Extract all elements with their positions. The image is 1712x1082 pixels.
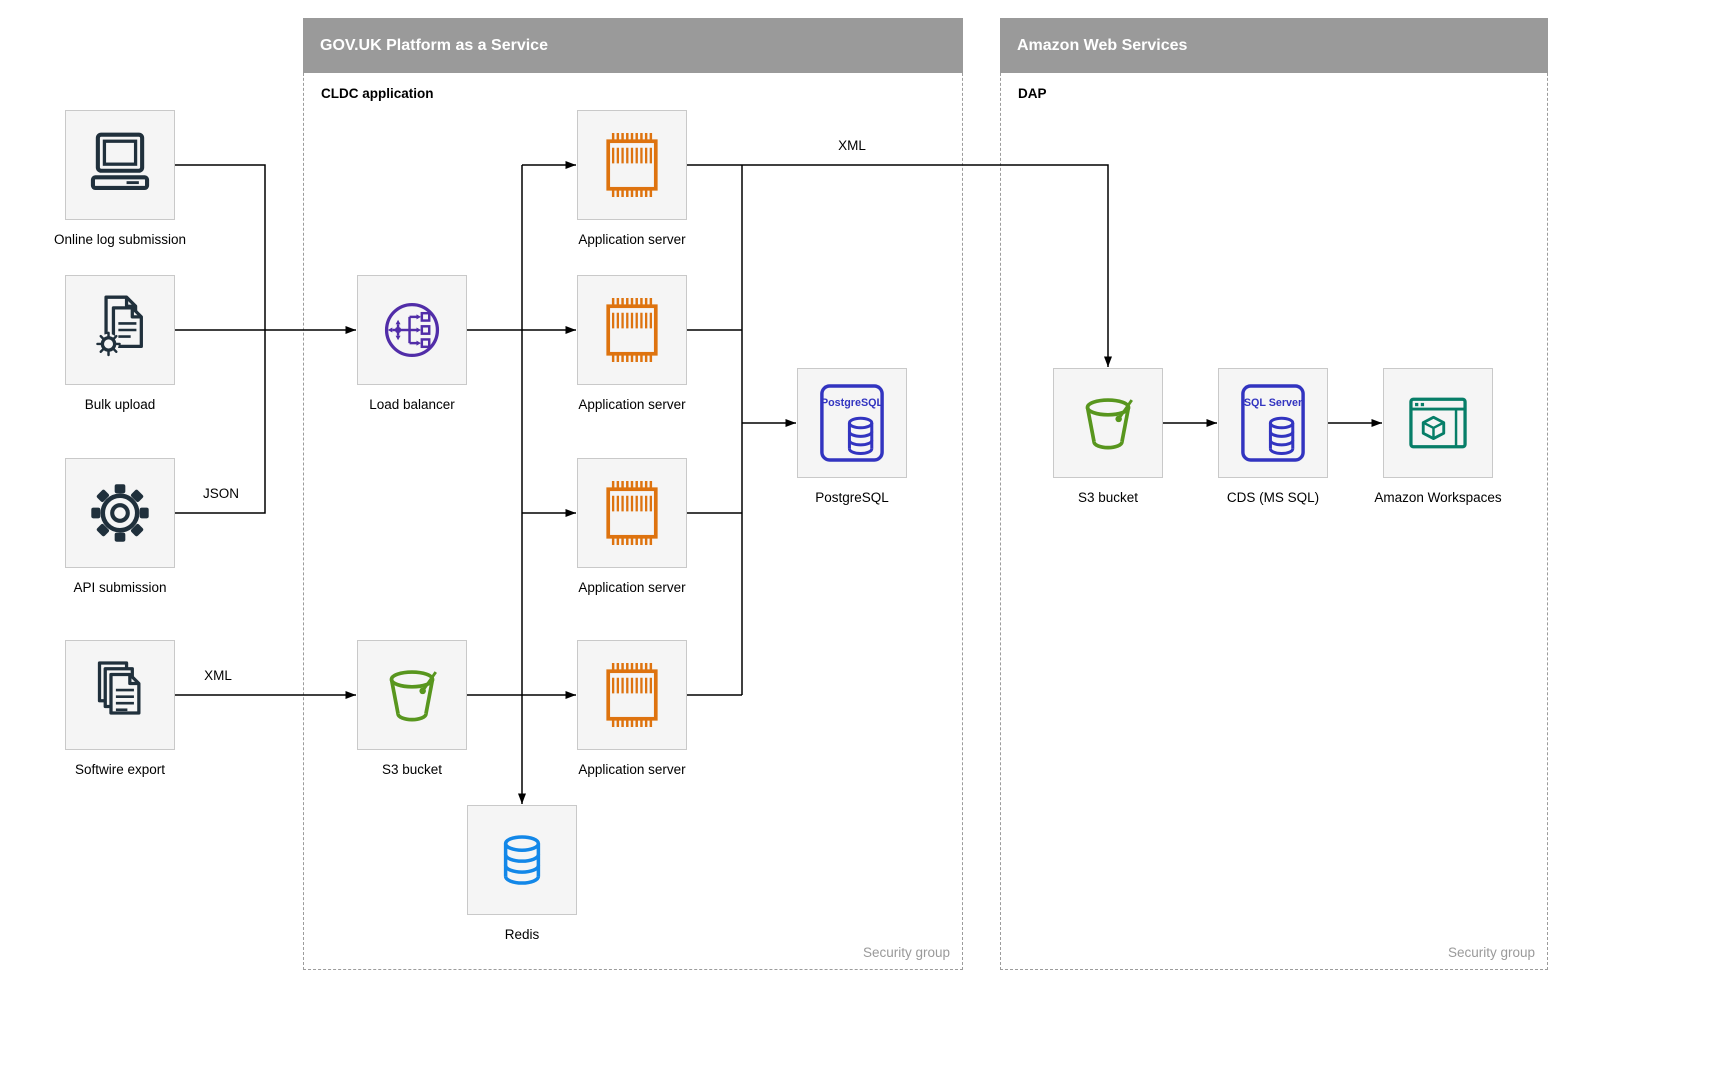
node-postgresql: PostgreSQL PostgreSQL — [797, 368, 907, 505]
node-application-server-4: Application server — [577, 640, 687, 777]
container-aws-sublabel: DAP — [1018, 86, 1047, 101]
container-govuk-paas-footer: Security group — [862, 945, 950, 960]
edge-label-json: JSON — [202, 486, 239, 501]
node-label-api-submission: API submission — [73, 580, 167, 595]
node-label-online-log-submission: Online log submission — [53, 232, 187, 247]
node-cds-mssql: SQL Server CDS (MS SQL) — [1218, 368, 1328, 505]
postgresql-icon: PostgreSQL — [797, 368, 907, 478]
node-label-postgresql: PostgreSQL — [815, 490, 889, 505]
node-api-submission: API submission — [65, 458, 175, 595]
documents-stack-icon — [65, 640, 175, 750]
node-s3-bucket-paas: S3 bucket — [357, 640, 467, 777]
node-label-application-server-2: Application server — [578, 397, 686, 412]
sql-server-icon-text: SQL Server — [1244, 397, 1303, 409]
redis-database-icon — [467, 805, 577, 915]
node-amazon-workspaces: Amazon Workspaces — [1374, 368, 1502, 505]
node-load-balancer: Load balancer — [357, 275, 467, 412]
postgresql-icon-text: PostgreSQL — [821, 397, 884, 409]
node-label-redis: Redis — [504, 927, 540, 942]
node-label-amazon-workspaces: Amazon Workspaces — [1374, 490, 1502, 505]
node-label-application-server-3: Application server — [578, 580, 686, 595]
chip-icon — [577, 110, 687, 220]
node-application-server-2: Application server — [577, 275, 687, 412]
chip-icon — [577, 275, 687, 385]
node-label-softwire-export: Softwire export — [74, 762, 166, 777]
edge-label-xml-softwire: XML — [204, 668, 232, 683]
node-application-server-1: Application server — [577, 110, 687, 247]
node-label-s3-bucket-paas: S3 bucket — [381, 762, 443, 777]
node-label-application-server-4: Application server — [578, 762, 686, 777]
load-balancer-icon — [357, 275, 467, 385]
container-aws: Amazon Web Services DAP Security group — [1000, 18, 1548, 970]
node-bulk-upload: Bulk upload — [65, 275, 175, 412]
node-label-load-balancer: Load balancer — [369, 397, 455, 412]
gear-icon — [65, 458, 175, 568]
computer-icon — [65, 110, 175, 220]
node-redis: Redis — [467, 805, 577, 942]
chip-icon — [577, 458, 687, 568]
node-label-application-server-1: Application server — [578, 232, 686, 247]
container-govuk-paas-title: GOV.UK Platform as a Service — [320, 36, 548, 54]
node-label-bulk-upload: Bulk upload — [84, 397, 156, 412]
node-application-server-3: Application server — [577, 458, 687, 595]
container-govuk-paas: GOV.UK Platform as a Service CLDC applic… — [303, 18, 963, 970]
documents-gear-icon — [65, 275, 175, 385]
node-s3-bucket-aws: S3 bucket — [1053, 368, 1163, 505]
s3-bucket-icon — [1053, 368, 1163, 478]
s3-bucket-icon — [357, 640, 467, 750]
edge-xml-to-aws-s3 — [687, 164, 1112, 367]
node-label-cds-mssql: CDS (MS SQL) — [1226, 490, 1320, 505]
container-aws-header: Amazon Web Services — [1000, 18, 1548, 73]
chip-icon — [577, 640, 687, 750]
node-online-log-submission: Online log submission — [54, 110, 186, 247]
container-aws-title: Amazon Web Services — [1017, 36, 1188, 54]
workspaces-icon — [1383, 368, 1493, 478]
node-softwire-export: Softwire export — [65, 640, 175, 777]
edge-online-api-merge — [175, 164, 266, 514]
edge-label-xml-aws: XML — [838, 138, 866, 153]
container-govuk-paas-sublabel: CLDC application — [321, 86, 434, 101]
container-aws-footer: Security group — [1447, 945, 1535, 960]
sql-server-icon: SQL Server — [1218, 368, 1328, 478]
container-govuk-paas-header: GOV.UK Platform as a Service — [303, 18, 963, 73]
node-label-s3-bucket-aws: S3 bucket — [1077, 490, 1139, 505]
